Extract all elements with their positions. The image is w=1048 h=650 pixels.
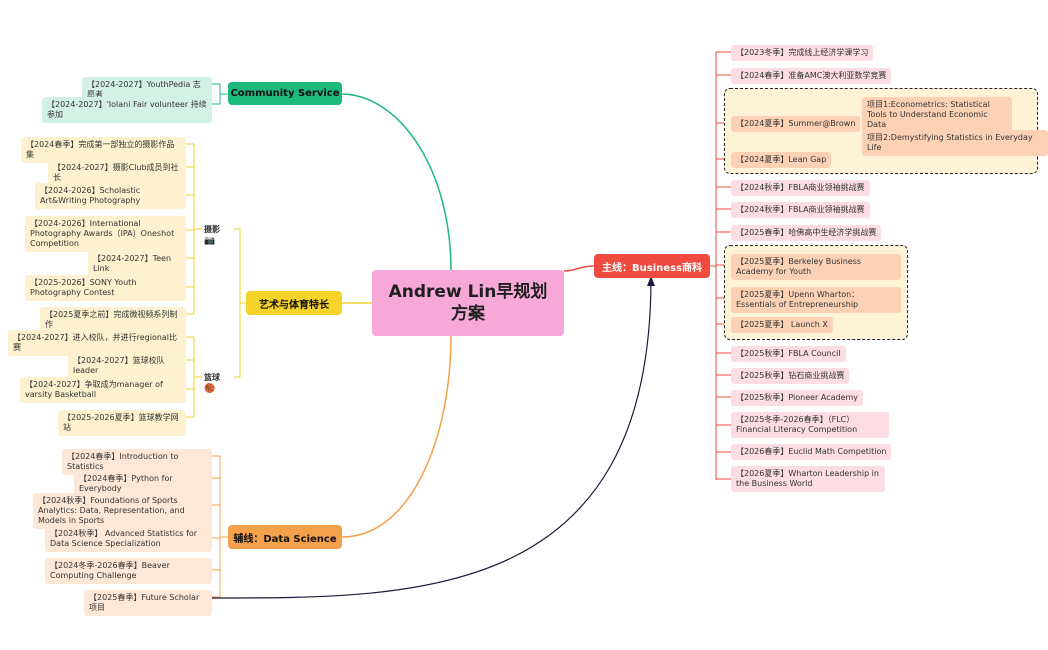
business-item[interactable]: 【2025秋季】钻石商业挑战赛 (731, 368, 850, 384)
business-item[interactable]: 【2023冬季】完成线上经济学课学习 (731, 45, 874, 61)
datascience-item[interactable]: 【2024春季】Python for Everybody (74, 471, 212, 497)
basketball-item[interactable]: 【2024-2027】争取成为manager of varsity Basket… (20, 377, 186, 403)
business-item[interactable]: 【2024夏季】Lean Gap (731, 152, 832, 168)
photography-item[interactable]: 【2025-2026】SONY Youth Photography Contes… (25, 275, 186, 301)
business-item[interactable]: 【2025夏季】Berkeley Business Academy for Yo… (731, 254, 901, 280)
business-item[interactable]: 【2024夏季】Summer@Brown (731, 116, 861, 132)
basketball-item[interactable]: 【2024-2027】进入校队，并进行regional比赛 (8, 330, 186, 356)
camera-icon: 📷 (204, 236, 216, 246)
datascience-item[interactable]: 【2024春季】Introduction to Statistics (62, 449, 212, 475)
basketball-node[interactable]: 篮球 🏀 (204, 372, 220, 394)
basketball-item[interactable]: 【2024-2027】篮球校队leader (68, 353, 186, 379)
business-item[interactable]: 【2024春季】准备AMC澳大利亚数学竞赛 (731, 68, 892, 84)
business-item[interactable]: 【2025冬季-2026春季】（FLC）Financial Literacy C… (731, 412, 889, 438)
datascience-item[interactable]: 【2025春季】Future Scholar项目 (84, 590, 212, 616)
photography-item[interactable]: 【2024-2026】Scholastic Art&Writing Photog… (35, 183, 186, 209)
photography-item[interactable]: 【2024春季】完成第一部独立的摄影作品集 (21, 137, 186, 163)
branch-business[interactable]: 主线：Business商科 (594, 254, 710, 278)
branch-arts-sports[interactable]: 艺术与体育特长 (246, 291, 342, 315)
basketball-icon: 🏀 (204, 384, 216, 394)
business-item[interactable]: 【2026春季】Euclid Math Competition (731, 444, 892, 460)
branch-community-service[interactable]: Community Service (228, 82, 342, 105)
datascience-item[interactable]: 【2024秋季】 Advanced Statistics for Data Sc… (45, 526, 212, 552)
business-item[interactable]: 【2025夏季】Upenn Wharton：Essentials of Entr… (731, 287, 901, 313)
photography-item[interactable]: 【2024-2026】International Photography Awa… (25, 216, 186, 252)
photography-node[interactable]: 摄影 📷 (204, 224, 220, 246)
basketball-item[interactable]: 【2025-2026夏季】篮球教学网站 (58, 410, 186, 436)
business-item[interactable]: 【2024秋季】FBLA商业领袖挑战赛 (731, 180, 870, 196)
photography-item[interactable]: 【2024-2027】Teen Link (88, 251, 186, 277)
business-subitem[interactable]: 项目1:Econometrics: Statistical Tools to U… (862, 97, 1012, 133)
business-item[interactable]: 【2025夏季】 Launch X (731, 317, 833, 333)
basketball-label: 篮球 (204, 373, 220, 382)
business-subitem[interactable]: 项目2:Demystifying Statistics in Everyday … (862, 130, 1048, 156)
photography-item[interactable]: 【2024-2027】摄影Club成员到社长 (48, 160, 186, 186)
business-item[interactable]: 【2024秋季】FBLA商业领袖挑战赛 (731, 202, 870, 218)
datascience-item[interactable]: 【2024秋季】Foundations of Sports Analytics:… (33, 493, 212, 529)
datascience-item[interactable]: 【2024冬季-2026春季】Beaver Computing Challeng… (45, 558, 212, 584)
central-topic[interactable]: Andrew Lin早规划方案 (372, 270, 564, 336)
branch-data-science[interactable]: 辅线：Data Science (228, 525, 342, 549)
business-item[interactable]: 【2025春季】哈佛高中生经济学挑战赛 (731, 225, 882, 241)
photography-item[interactable]: 【2025夏季之前】完成微视频系列制作 (40, 307, 186, 333)
community-item[interactable]: 【2024-2027】'Iolani Fair volunteer 持续参加 (42, 97, 212, 123)
business-item[interactable]: 【2025秋季】Pioneer Academy (731, 390, 864, 406)
business-item[interactable]: 【2025秋季】FBLA Council (731, 346, 846, 362)
photography-label: 摄影 (204, 225, 220, 234)
business-item[interactable]: 【2026夏季】Wharton Leadership in the Busine… (731, 466, 885, 492)
